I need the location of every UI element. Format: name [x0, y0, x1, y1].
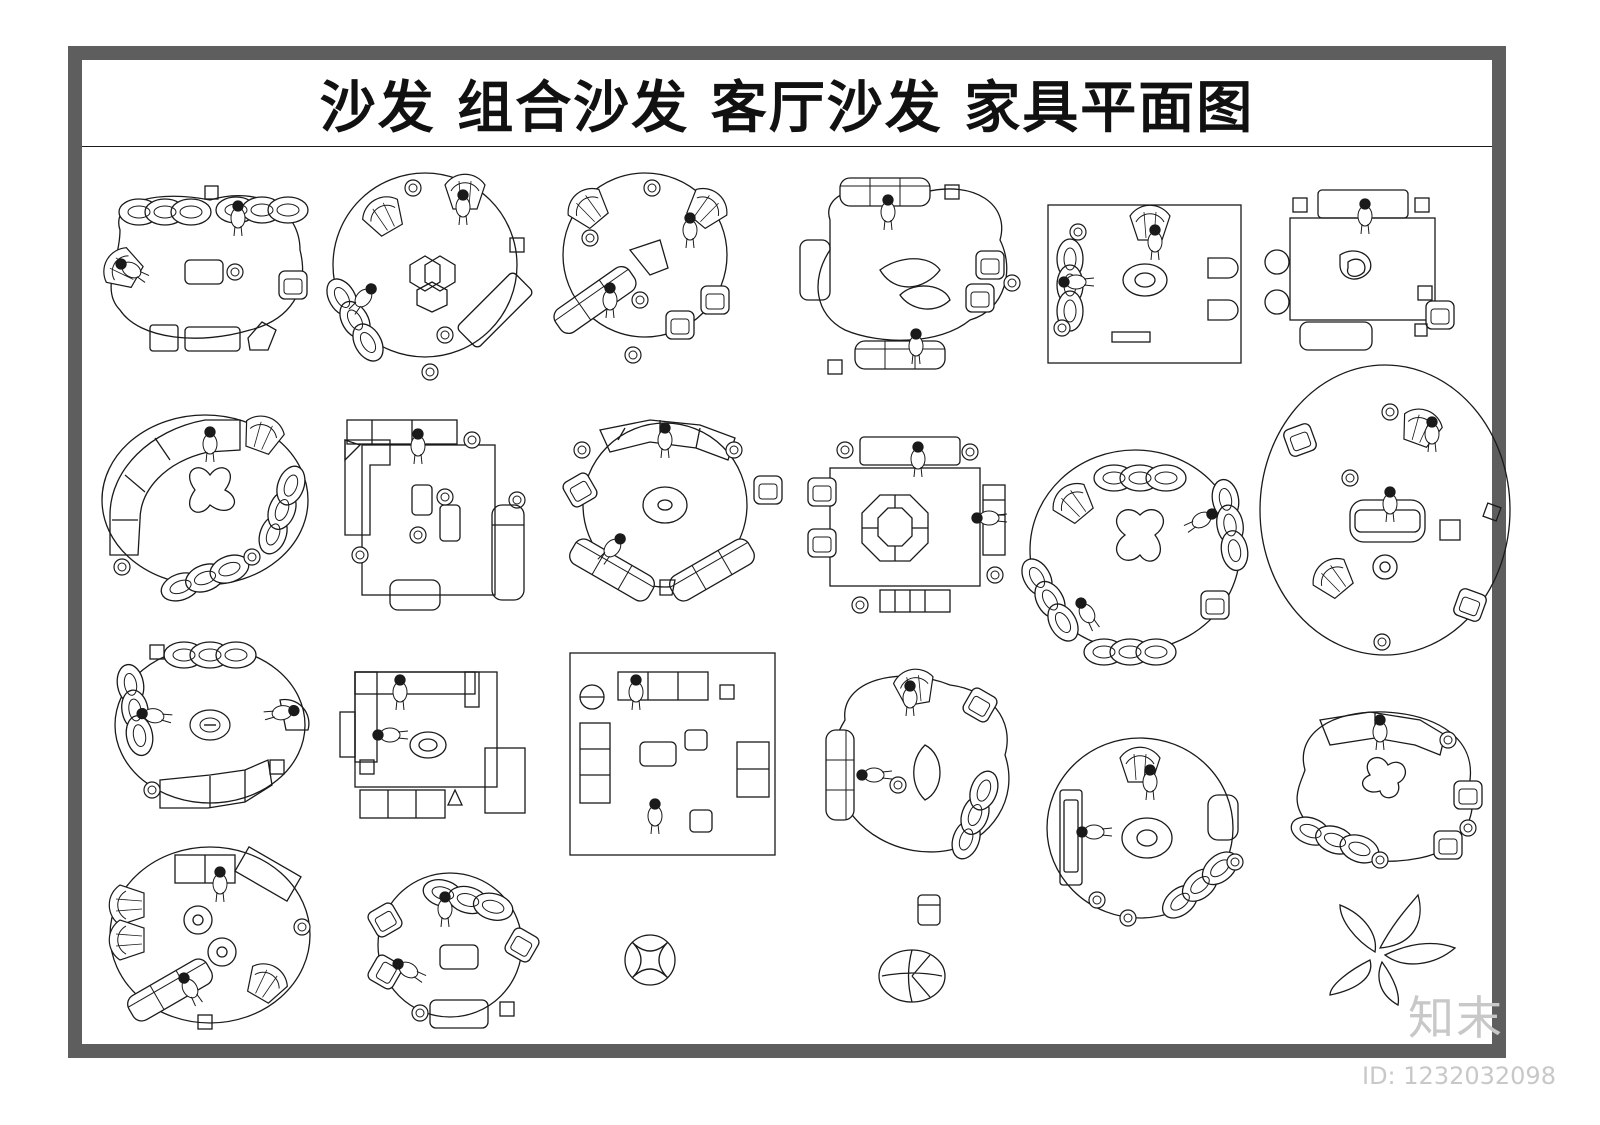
- group-21: [624, 934, 676, 986]
- group-22: [878, 894, 946, 1003]
- group-5: [1047, 204, 1242, 364]
- group-4: [799, 177, 1021, 375]
- group-20: [365, 872, 542, 1029]
- group-14: [339, 671, 526, 819]
- group-12: [1259, 364, 1511, 656]
- group-18: [1286, 711, 1483, 869]
- plan-lines: [96, 172, 1511, 1030]
- group-15: [569, 652, 776, 856]
- image-id-label: ID: 1232032098: [1362, 1062, 1556, 1090]
- page-title: 沙发 组合沙发 客厅沙发 家具平面图: [319, 75, 1255, 141]
- brand-watermark: 知末: [1408, 991, 1504, 1045]
- group-1: [96, 185, 309, 352]
- group-2: [320, 172, 533, 381]
- sheet-canvas: [82, 60, 1492, 1044]
- rug-icon: [1047, 204, 1242, 364]
- group-13: [113, 641, 310, 809]
- title-bar: 沙发 组合沙发 客厅沙发 家具平面图: [82, 60, 1492, 147]
- group-16: [825, 665, 1010, 864]
- group-9: [560, 419, 783, 606]
- group-23: [1329, 893, 1457, 1007]
- group-10: [807, 436, 1008, 614]
- group-19: [108, 845, 311, 1030]
- group-3: [549, 172, 735, 364]
- group-6: [1264, 189, 1455, 351]
- group-7: [101, 410, 311, 607]
- group-17: [1046, 737, 1245, 927]
- group-8: [344, 419, 526, 611]
- group-11: [1015, 449, 1252, 666]
